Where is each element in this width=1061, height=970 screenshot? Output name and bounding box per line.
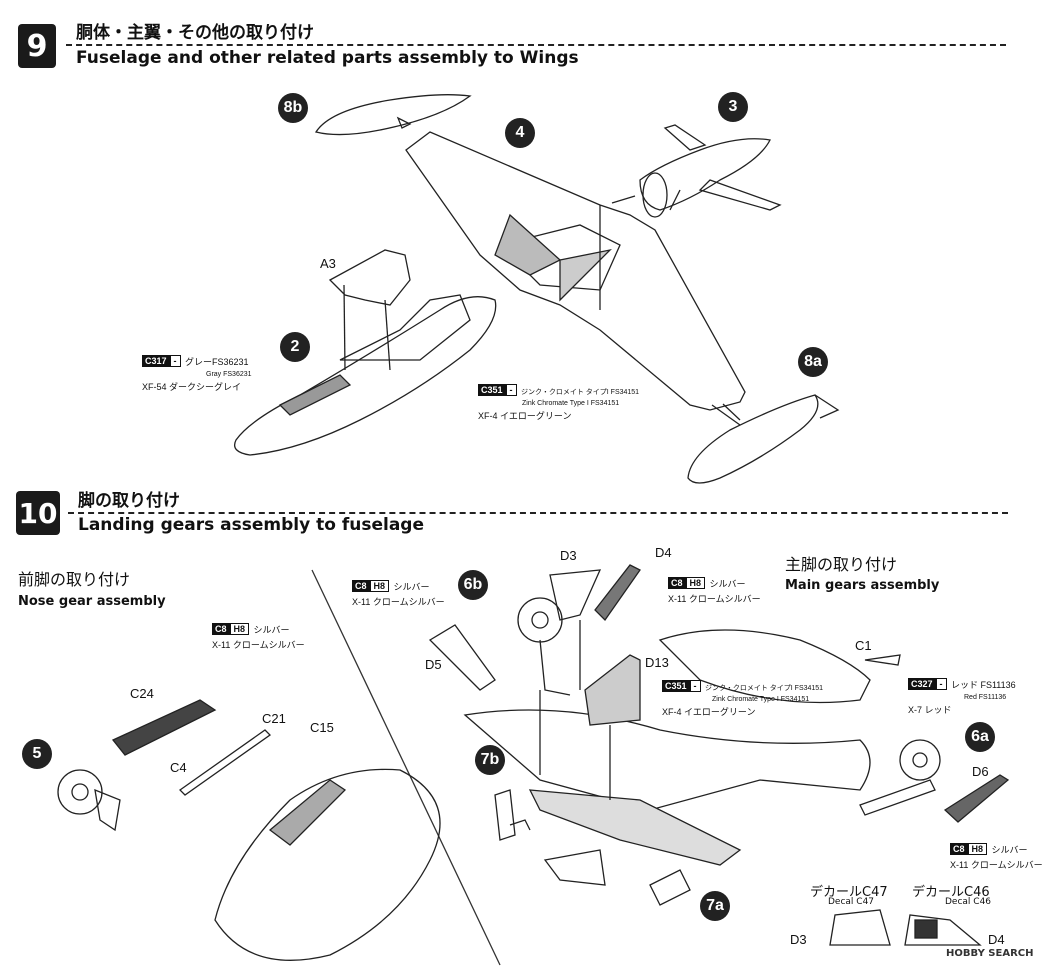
step-10-title-en: Landing gears assembly to fuselage	[78, 515, 425, 535]
label-c21: C21	[262, 711, 286, 726]
decal-c46-en: Decal C46	[945, 897, 992, 907]
callout-2: 2	[280, 332, 310, 362]
forward-fuselage	[233, 296, 497, 456]
label-d4: D4	[655, 545, 672, 560]
label-c24: C24	[130, 686, 154, 701]
watermark: HOBBY SEARCH	[946, 948, 1034, 959]
step-10-badge: 10	[16, 491, 60, 535]
part-d13	[584, 654, 641, 726]
step-9-title-jp: 胴体・主翼・その他の取り付け	[76, 23, 314, 43]
label-d13: D13	[645, 655, 669, 670]
tail-section	[639, 138, 771, 211]
label-c1: C1	[855, 638, 872, 653]
main-wheel-6a	[899, 739, 941, 781]
callout-3: 3	[718, 92, 748, 122]
nose-gear-title-jp: 前脚の取り付け	[18, 570, 131, 589]
step-10-title-jp: 脚の取り付け	[78, 491, 180, 511]
callout-6b: 6b	[458, 570, 488, 600]
part-c21	[178, 729, 272, 796]
paint-c327: C327- レッド FS11136 Red FS11136 X-7 レッド	[908, 677, 1016, 715]
drop-tank-8a	[687, 394, 819, 484]
step-9-divider	[66, 44, 1006, 46]
nose-fuselage	[214, 768, 441, 961]
callout-7a: 7a	[700, 891, 730, 921]
paint-c351-d13: C351- ジンク・クロメイト タイプI FS34151 Zink Chroma…	[662, 679, 824, 717]
callout-6a: 6a	[965, 722, 995, 752]
decal-diagram-c46	[904, 914, 982, 946]
main-gear-title-jp: 主脚の取り付け	[785, 555, 898, 574]
label-c15: C15	[310, 720, 334, 735]
step-10-number: 10	[18, 496, 58, 530]
callout-7b: 7b	[475, 745, 505, 775]
part-c24	[111, 699, 217, 756]
label-d6: D6	[972, 764, 989, 779]
part-a3	[328, 249, 411, 306]
decal-c46-jp: デカールC46	[912, 885, 990, 900]
label-d4-decal: D4	[988, 932, 1005, 947]
paint-c317: C317- グレーFS36231 Gray FS36231 XF-54 ダークシ…	[142, 354, 252, 392]
label-c4: C4	[170, 760, 187, 775]
decal-c47-jp: デカールC47	[810, 885, 888, 900]
main-wing-underside	[463, 709, 871, 811]
step-9-number: 9	[26, 28, 48, 64]
label-d3: D3	[560, 548, 577, 563]
main-gear-title-en: Main gears assembly	[785, 578, 940, 593]
step-9-title-en: Fuselage and other related parts assembl…	[76, 48, 579, 68]
callout-8a: 8a	[798, 347, 828, 377]
callout-5: 5	[22, 739, 52, 769]
part-7a	[649, 869, 691, 906]
part-d4	[594, 564, 641, 622]
part-c1	[864, 654, 901, 666]
part-d5	[428, 624, 496, 691]
callout-4: 4	[505, 118, 535, 148]
nose-gear-title-en: Nose gear assembly	[18, 594, 166, 609]
decal-diagram-c47	[829, 909, 891, 946]
step-10-divider	[68, 512, 1008, 514]
label-d5: D5	[425, 657, 442, 672]
part-7b	[494, 789, 516, 841]
part-d3	[549, 569, 602, 621]
decal-c47-en: Decal C47	[828, 897, 875, 907]
label-d3-decal: D3	[790, 932, 807, 947]
drop-tank-8b	[314, 94, 472, 136]
part-d6	[943, 774, 1010, 823]
nose-wheel-5	[57, 769, 103, 815]
main-wheel-6b	[517, 597, 563, 643]
label-a3: A3	[320, 256, 336, 271]
paint-c351-wing: C351- ジンク・クロメイト タイプI FS34151 Zink Chroma…	[478, 383, 640, 421]
step-9-badge: 9	[18, 24, 56, 68]
callout-8b: 8b	[278, 93, 308, 123]
